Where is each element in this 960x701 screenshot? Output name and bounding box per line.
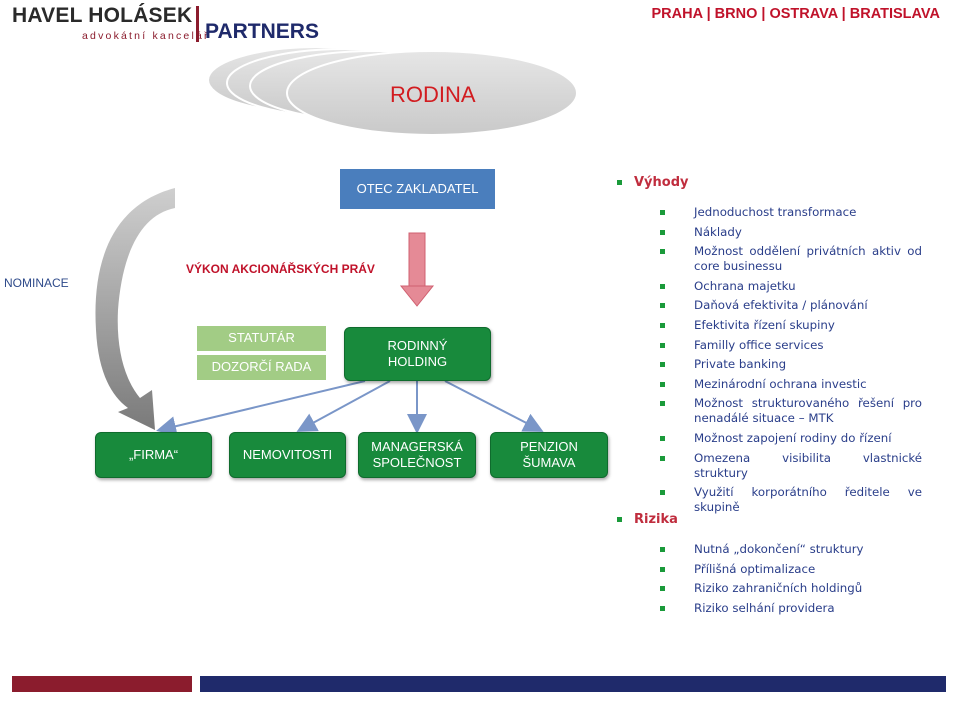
otec-label: OTEC ZAKLADATEL [356,180,479,196]
list-item: Mezinárodní ochrana investic [660,377,922,392]
office-cities: PRAHA | BRNO | OSTRAVA | BRATISLAVA [651,6,940,22]
list-item: Nutná „dokončení“ struktury [660,542,864,557]
list-item: Přílišná optimalizace [660,562,864,577]
holding-label-1: RODINNÝ [387,337,448,353]
bullet-icon [660,435,665,441]
penzion-label-2: ŠUMAVA [522,455,576,470]
bullet-icon [660,401,665,407]
arrow-to-firma [156,380,366,437]
nemovitosti-label: NEMOVITOSTI [242,446,333,462]
arrow-to-nemovitosti [296,380,391,432]
bullet-icon [660,455,665,461]
footer-bar-navy [200,676,946,692]
bullet-icon [660,249,665,255]
logo-title: HAVEL HOLÁSEK [12,4,193,27]
penzion-label-1: PENZION [520,438,578,454]
bullet-icon [660,342,665,348]
list-item: Efektivita řízení skupiny [660,318,922,333]
bullet-icon [660,229,665,235]
bullet-icon [660,381,665,387]
family-ellipse-4 [286,50,578,136]
vykon-label: VÝKON AKCIONÁŘSKÝCH PRÁV [186,262,375,276]
list-item: Ochrana majetku [660,279,922,294]
rizika-bullet-icon [617,517,622,522]
dozorci-label: DOZORČÍ RADA [211,359,312,375]
statutar-box: STATUTÁR [197,326,326,351]
bullet-icon [660,490,665,496]
list-item: Riziko selhání providera [660,601,864,616]
list-item: Možnost oddělení privátních aktiv od cor… [660,244,922,274]
list-item: Riziko zahraničních holdingů [660,581,864,596]
bullet-icon [660,283,665,289]
managerska-label-2: SPOLEČNOST [372,455,462,470]
vyhody-bullet-icon [617,180,622,185]
bullet-icon [660,605,665,611]
list-item: Možnost strukturovaného řešení pro nenad… [660,396,922,426]
list-item: Private banking [660,357,922,372]
firma-box: „FIRMA“ [95,432,212,478]
rizika-title: Rizika [634,512,678,527]
list-item: Možnost zapojení rodiny do řízení [660,431,922,446]
list-item: Náklady [660,225,922,240]
list-item: Familly office services [660,338,922,353]
rodina-label: RODINA [390,82,476,107]
dozorci-rada-box: DOZORČÍ RADA [197,355,326,380]
list-item: Omezena visibilita vlastnické struktury [660,451,922,481]
list-item: Daňová efektivita / plánování [660,298,922,313]
list-item: Využití korporátního ředitele ve skupině [660,485,922,515]
holding-label-2: HOLDING [387,354,448,369]
logo-divider [196,6,199,42]
bullet-icon [660,586,665,592]
vyhody-title: Výhody [634,175,689,190]
statutar-label: STATUTÁR [228,330,295,346]
footer-bar-red [12,676,192,692]
otec-zakladatel-box: OTEC ZAKLADATEL [340,169,495,209]
firma-label: „FIRMA“ [128,446,179,462]
bullet-icon [660,566,665,572]
list-item: Jednoduchost transformace [660,205,922,220]
nemovitosti-box: NEMOVITOSTI [229,432,346,478]
bullet-icon [660,322,665,328]
nominace-curved-arrow [95,188,175,430]
managerska-label-1: MANAGERSKÁ [371,438,463,454]
nominace-label: NOMINACE [4,276,69,290]
rizika-list: Nutná „dokončení“ struktury Přílišná opt… [660,542,864,620]
logo-partners: PARTNERS [205,20,319,43]
bullet-icon [660,303,665,309]
vyhody-list: Jednoduchost transformace Náklady Možnos… [660,205,922,520]
otec-down-arrow [399,232,435,307]
bullet-icon [660,547,665,552]
bullet-icon [660,362,665,368]
arrow-to-penzion [444,380,544,432]
logo-subtitle: advokátní kancelář [82,30,210,42]
bullet-icon [660,210,665,215]
